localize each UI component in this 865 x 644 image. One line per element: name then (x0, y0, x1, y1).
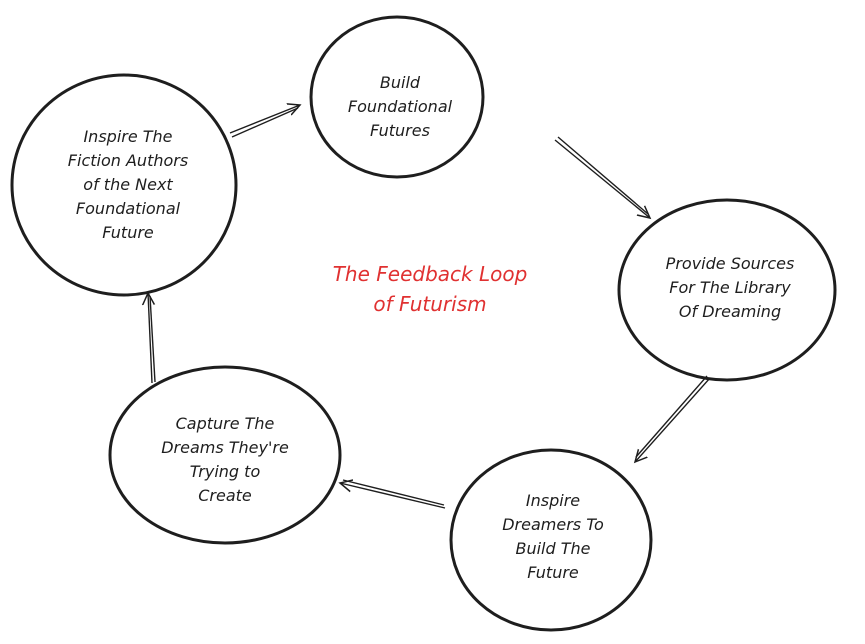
node-label-dreamers: Inspire Dreamers To Build The Future (502, 489, 604, 585)
arrow-authors-to-build (229, 105, 300, 134)
label-line: Inspire The (83, 127, 173, 146)
node-capture-dreams (108, 365, 342, 545)
label-line: of the Next (83, 175, 173, 194)
label-line: Build (379, 73, 421, 92)
node-label-capture: Capture The Dreams They're Trying to Cre… (161, 412, 289, 508)
arrow-build-to-sources (554, 139, 650, 218)
label-line: Dreams They're (161, 438, 289, 457)
node-build-foundational-futures (309, 15, 485, 179)
label-line: Future (527, 563, 579, 582)
label-line: Provide Sources (665, 254, 795, 273)
arrow-capture-to-authors (148, 293, 152, 384)
label-line: Of Dreaming (678, 302, 782, 321)
label-line: Futures (370, 121, 430, 140)
label-line: Foundational (75, 199, 181, 218)
node-provide-sources (617, 198, 837, 382)
arrow-sources-to-dreamers (635, 377, 711, 462)
node-inspire-dreamers (449, 448, 653, 632)
label-line: Future (102, 223, 154, 242)
label-line: Build The (515, 539, 591, 558)
node-label-sources: Provide Sources For The Library Of Dream… (666, 252, 795, 324)
node-label-authors: Inspire The Fiction Authors of the Next … (68, 125, 188, 245)
diagram-title: The Feedback Loop of Futurism (333, 259, 528, 319)
label-line: Inspire (525, 491, 581, 510)
title-line: of Futurism (373, 292, 487, 316)
node-label-build: Build Foundational Futures (348, 71, 452, 143)
label-line: Dreamers To (502, 515, 604, 534)
node-inspire-fiction-authors (10, 73, 238, 297)
label-line: Trying to (189, 462, 261, 481)
title-line: The Feedback Loop (332, 262, 528, 286)
label-line: Capture The (175, 414, 275, 433)
label-line: For The Library (669, 278, 791, 297)
label-line: Foundational (347, 97, 453, 116)
label-line: Fiction Authors (67, 151, 189, 170)
label-line: Create (198, 486, 252, 505)
arrow-dreamers-to-capture (340, 483, 446, 509)
